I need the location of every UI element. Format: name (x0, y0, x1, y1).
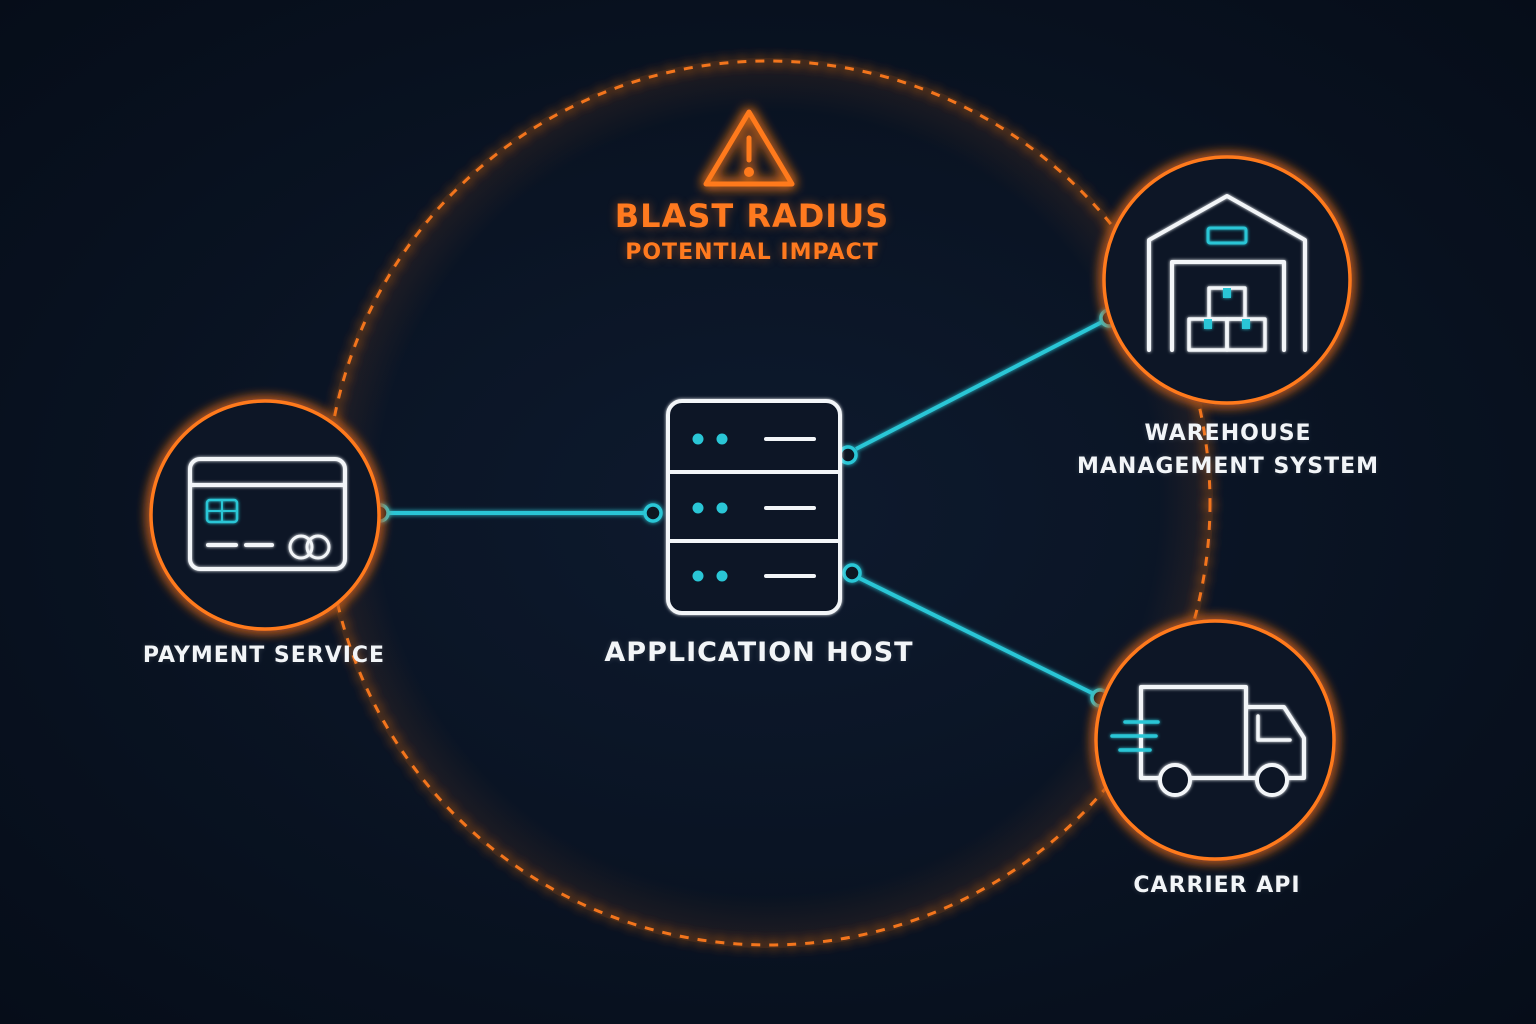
application-host-label: APPLICATION HOST (604, 637, 914, 668)
link-host-carrier (858, 576, 1095, 696)
warehouse-label-line1: WAREHOUSE (1144, 421, 1312, 446)
delivery-truck-icon[interactable] (1110, 685, 1306, 797)
warehouse-icon[interactable] (1147, 194, 1307, 352)
warning-triangle-icon (703, 109, 795, 187)
payment-service-label: PAYMENT SERVICE (142, 643, 386, 668)
blast-radius-subtitle: POTENTIAL IMPACT (625, 240, 879, 265)
server-rack-icon[interactable] (666, 399, 842, 615)
blast-radius-title: BLAST RADIUS (614, 197, 890, 235)
credit-card-icon[interactable] (188, 457, 347, 571)
warehouse-label-line2: MANAGEMENT SYSTEM (1077, 454, 1379, 479)
connection-links (388, 320, 1103, 696)
link-host-warehouse (855, 320, 1103, 451)
carrier-node-ring (1094, 619, 1336, 861)
carrier-api-label: CARRIER API (1133, 873, 1301, 898)
warehouse-node-ring (1102, 155, 1352, 405)
